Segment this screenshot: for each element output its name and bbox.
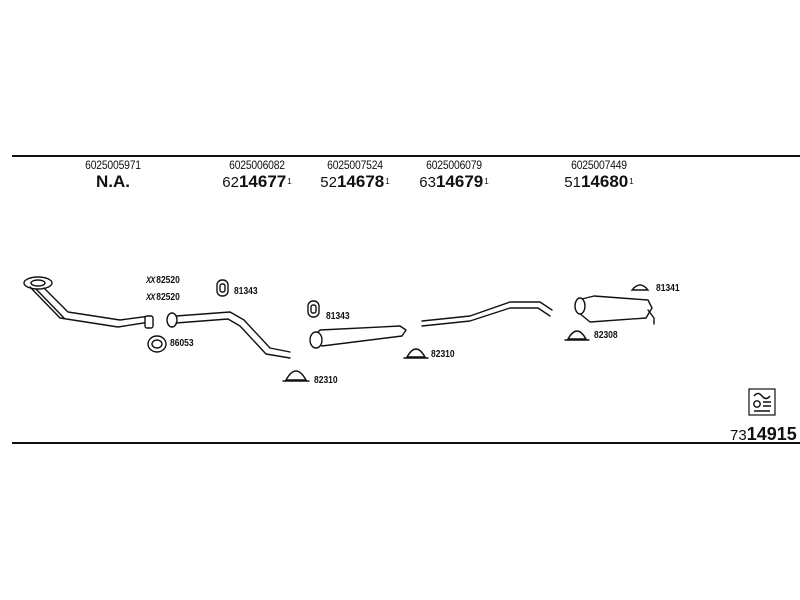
- part-col-2: 6025006082 62146771: [192, 160, 322, 193]
- gasket-ring: [147, 335, 167, 353]
- article-number: 52146781: [320, 172, 390, 191]
- oem-number: 6025005971: [85, 160, 141, 172]
- middle-silencer-end: [309, 331, 323, 349]
- bottom-rule: [12, 442, 800, 444]
- label-82310-b: 82310: [431, 349, 455, 360]
- part-col-1: 6025005971 N.A.: [48, 160, 178, 192]
- oem-number: 6025006082: [229, 160, 285, 172]
- hanger: [630, 284, 650, 291]
- clamp: [405, 348, 427, 358]
- part-col-3: 6025007524 52146781: [290, 160, 420, 193]
- rubber-mount: [216, 279, 229, 297]
- article-number: 51146801: [564, 172, 634, 191]
- article-number: 63146791: [419, 172, 489, 191]
- flange-piece: [166, 312, 178, 328]
- label-81341: 81341: [656, 283, 680, 294]
- oem-number: 6025007524: [327, 160, 383, 172]
- rubber-mount-hole: [219, 283, 226, 293]
- rear-pipe-edge: [421, 307, 551, 327]
- rear-silencer: [577, 295, 653, 323]
- middle-silencer: [311, 325, 407, 347]
- rubber-mount-hole: [310, 304, 317, 314]
- part-col-5: 6025007449 51146801: [534, 160, 664, 193]
- oem-number: 6025007449: [571, 160, 627, 172]
- kit-number: 7314915: [730, 424, 797, 444]
- clamp: [284, 370, 308, 381]
- label-81343-a: 81343: [234, 286, 258, 297]
- clamp: [566, 330, 588, 340]
- article-number: N.A.: [96, 172, 130, 191]
- flange-piece: [144, 315, 154, 329]
- rear-pipe: [421, 301, 553, 322]
- label-81343-b: 81343: [326, 311, 350, 322]
- label-86053: 86053: [170, 338, 194, 349]
- article-number: 62146771: [222, 172, 292, 191]
- intermediate-pipe: [175, 311, 291, 353]
- tail-pipe: [647, 309, 655, 325]
- label-82310-a: 82310: [314, 375, 338, 386]
- top-rule: [12, 155, 800, 157]
- rubber-mount: [307, 300, 320, 318]
- front-pipe: [23, 276, 151, 328]
- gasket-ring-inner: [151, 339, 163, 349]
- rear-silencer-end: [574, 297, 586, 315]
- catalog-logo-icon: [748, 388, 776, 416]
- intermediate-pipe-edge: [175, 318, 291, 359]
- part-col-4: 6025006079 63146791: [389, 160, 519, 193]
- oem-number: 6025006079: [426, 160, 482, 172]
- label-82308: 82308: [594, 330, 618, 341]
